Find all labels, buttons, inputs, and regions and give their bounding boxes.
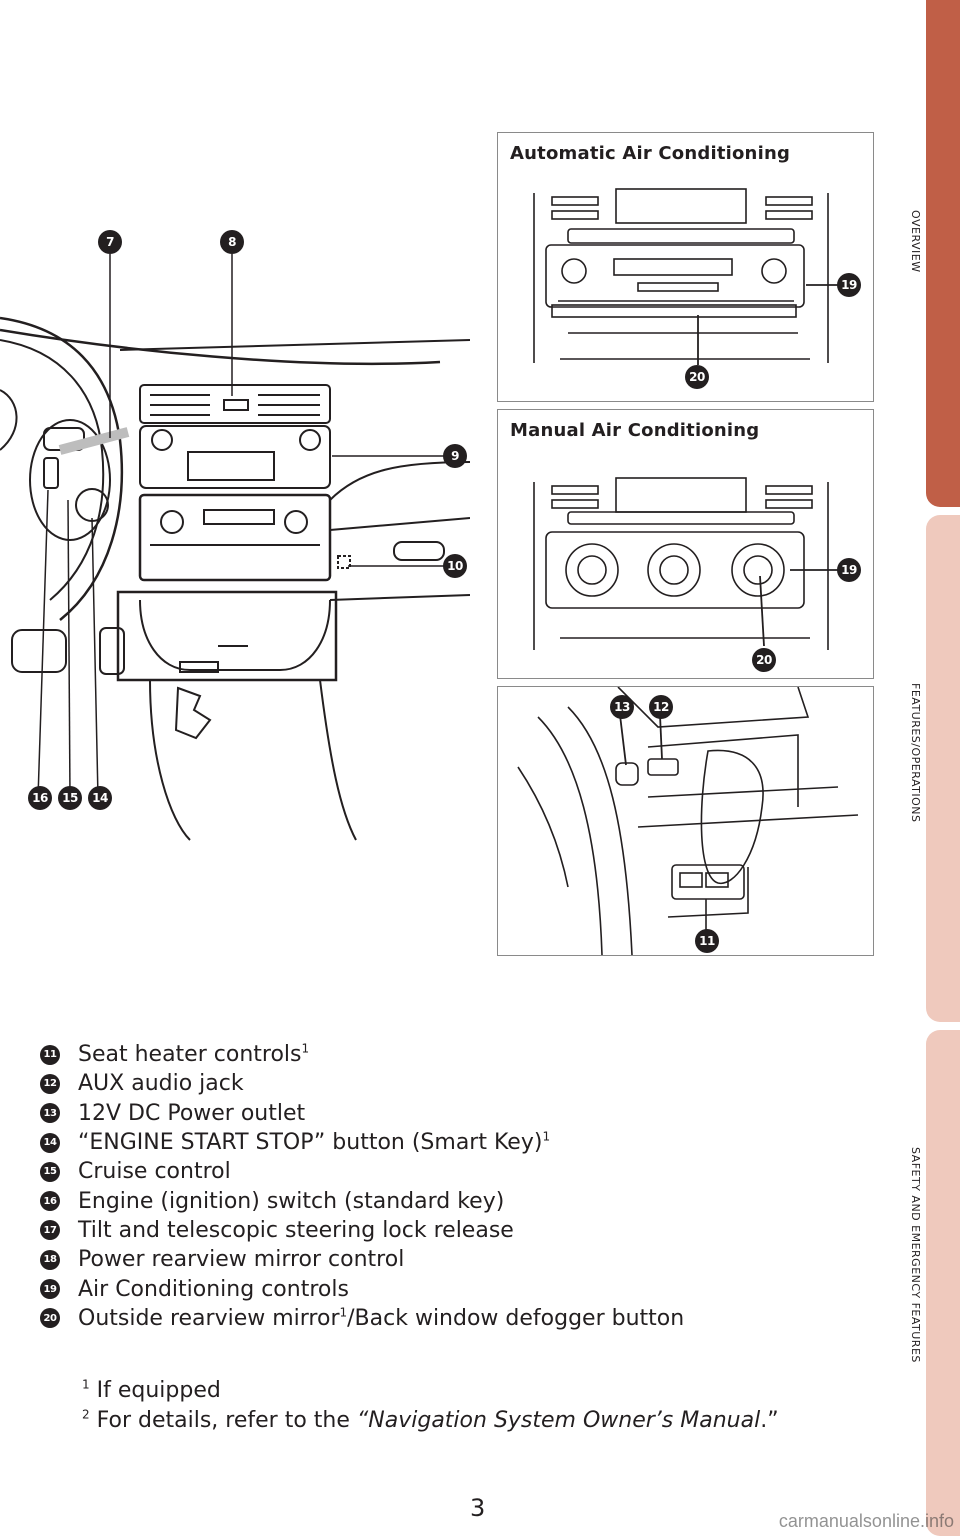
overview-tab[interactable] [926, 0, 960, 507]
legend-text: “ENGINE START STOP” button (Smart Key)1 [78, 1129, 551, 1156]
console-marker-13: 13 [610, 695, 634, 719]
legend-number: 14 [40, 1132, 60, 1153]
automatic-ac-title: Automatic Air Conditioning [510, 143, 791, 164]
legend-text: Air Conditioning controls [78, 1276, 349, 1302]
legend-number: 20 [40, 1308, 60, 1329]
legend-text: Engine (ignition) switch (standard key) [78, 1188, 505, 1214]
legend-item: 11 Seat heater controls1 [40, 1040, 890, 1069]
features-operations-tab[interactable] [926, 515, 960, 1022]
auto-ac-marker-20: 20 [685, 365, 709, 389]
legend-item: 14 “ENGINE START STOP” button (Smart Key… [40, 1128, 890, 1157]
legend-text: Seat heater controls1 [78, 1041, 310, 1068]
footnote-1: 1 If equipped [82, 1377, 221, 1403]
page-number: 3 [470, 1494, 486, 1522]
manual-ac-title: Manual Air Conditioning [510, 420, 760, 441]
dashboard-illustration [0, 254, 470, 841]
overview-tab-label: OVERVIEW [909, 210, 922, 273]
automatic-ac-panel: Automatic Air Conditioning 19 20 [497, 132, 874, 402]
automatic-ac-illustration [533, 188, 843, 365]
legend-item: 20 Outside rearview mirror1/Back window … [40, 1304, 890, 1333]
legend-number: 13 [40, 1103, 60, 1124]
manual-ac-marker-20: 20 [752, 648, 776, 672]
marker-15: 15 [58, 786, 82, 810]
component-legend: 11 Seat heater controls1 12 AUX audio ja… [40, 1040, 890, 1333]
safety-emergency-tab-label: SAFETY AND EMERGENCY FEATURES [909, 1147, 922, 1363]
legend-text: Outside rearview mirror1/Back window def… [78, 1305, 685, 1331]
manual-ac-illustration [533, 477, 843, 650]
legend-number: 16 [40, 1191, 60, 1212]
legend-text: Power rearview mirror control [78, 1247, 405, 1273]
manual-ac-marker-19: 19 [837, 558, 861, 582]
legend-text: Tilt and telescopic steering lock releas… [78, 1217, 514, 1243]
legend-number: 12 [40, 1073, 60, 1094]
footnotes: 1 If equipped 2 For details, refer to th… [82, 1378, 779, 1438]
legend-number: 19 [40, 1279, 60, 1300]
legend-number: 18 [40, 1249, 60, 1270]
marker-14: 14 [88, 786, 112, 810]
marker-10: 10 [443, 554, 467, 578]
marker-16: 16 [28, 786, 52, 810]
marker-8: 8 [220, 230, 244, 254]
console-illustration [517, 687, 859, 955]
legend-number: 15 [40, 1161, 60, 1182]
legend-item: 16 Engine (ignition) switch (standard ke… [40, 1186, 890, 1215]
auto-ac-marker-19: 19 [837, 273, 861, 297]
manual-ac-panel: Manual Air Conditioning 19 20 [497, 409, 874, 679]
legend-number: 17 [40, 1220, 60, 1241]
legend-text: Cruise control [78, 1159, 231, 1185]
footnote-2: 2 For details, refer to the “Navigation … [82, 1407, 779, 1433]
legend-number: 11 [40, 1044, 60, 1065]
console-marker-11: 11 [695, 929, 719, 953]
legend-text: 12V DC Power outlet [78, 1100, 306, 1126]
legend-item: 12 AUX audio jack [40, 1069, 890, 1098]
legend-item: 13 12V DC Power outlet [40, 1099, 890, 1128]
legend-item: 17 Tilt and telescopic steering lock rel… [40, 1216, 890, 1245]
safety-emergency-tab[interactable] [926, 1030, 960, 1536]
marker-9: 9 [443, 444, 467, 468]
legend-item: 19 Air Conditioning controls [40, 1274, 890, 1303]
legend-item: 15 Cruise control [40, 1157, 890, 1186]
features-operations-tab-label: FEATURES/OPERATIONS [909, 683, 922, 823]
marker-7: 7 [98, 230, 122, 254]
console-panel: 13 12 11 [497, 686, 874, 956]
watermark: carmanualsonline.info [778, 1511, 954, 1531]
legend-item: 18 Power rearview mirror control [40, 1245, 890, 1274]
legend-text: AUX audio jack [78, 1071, 244, 1097]
console-marker-12: 12 [649, 695, 673, 719]
